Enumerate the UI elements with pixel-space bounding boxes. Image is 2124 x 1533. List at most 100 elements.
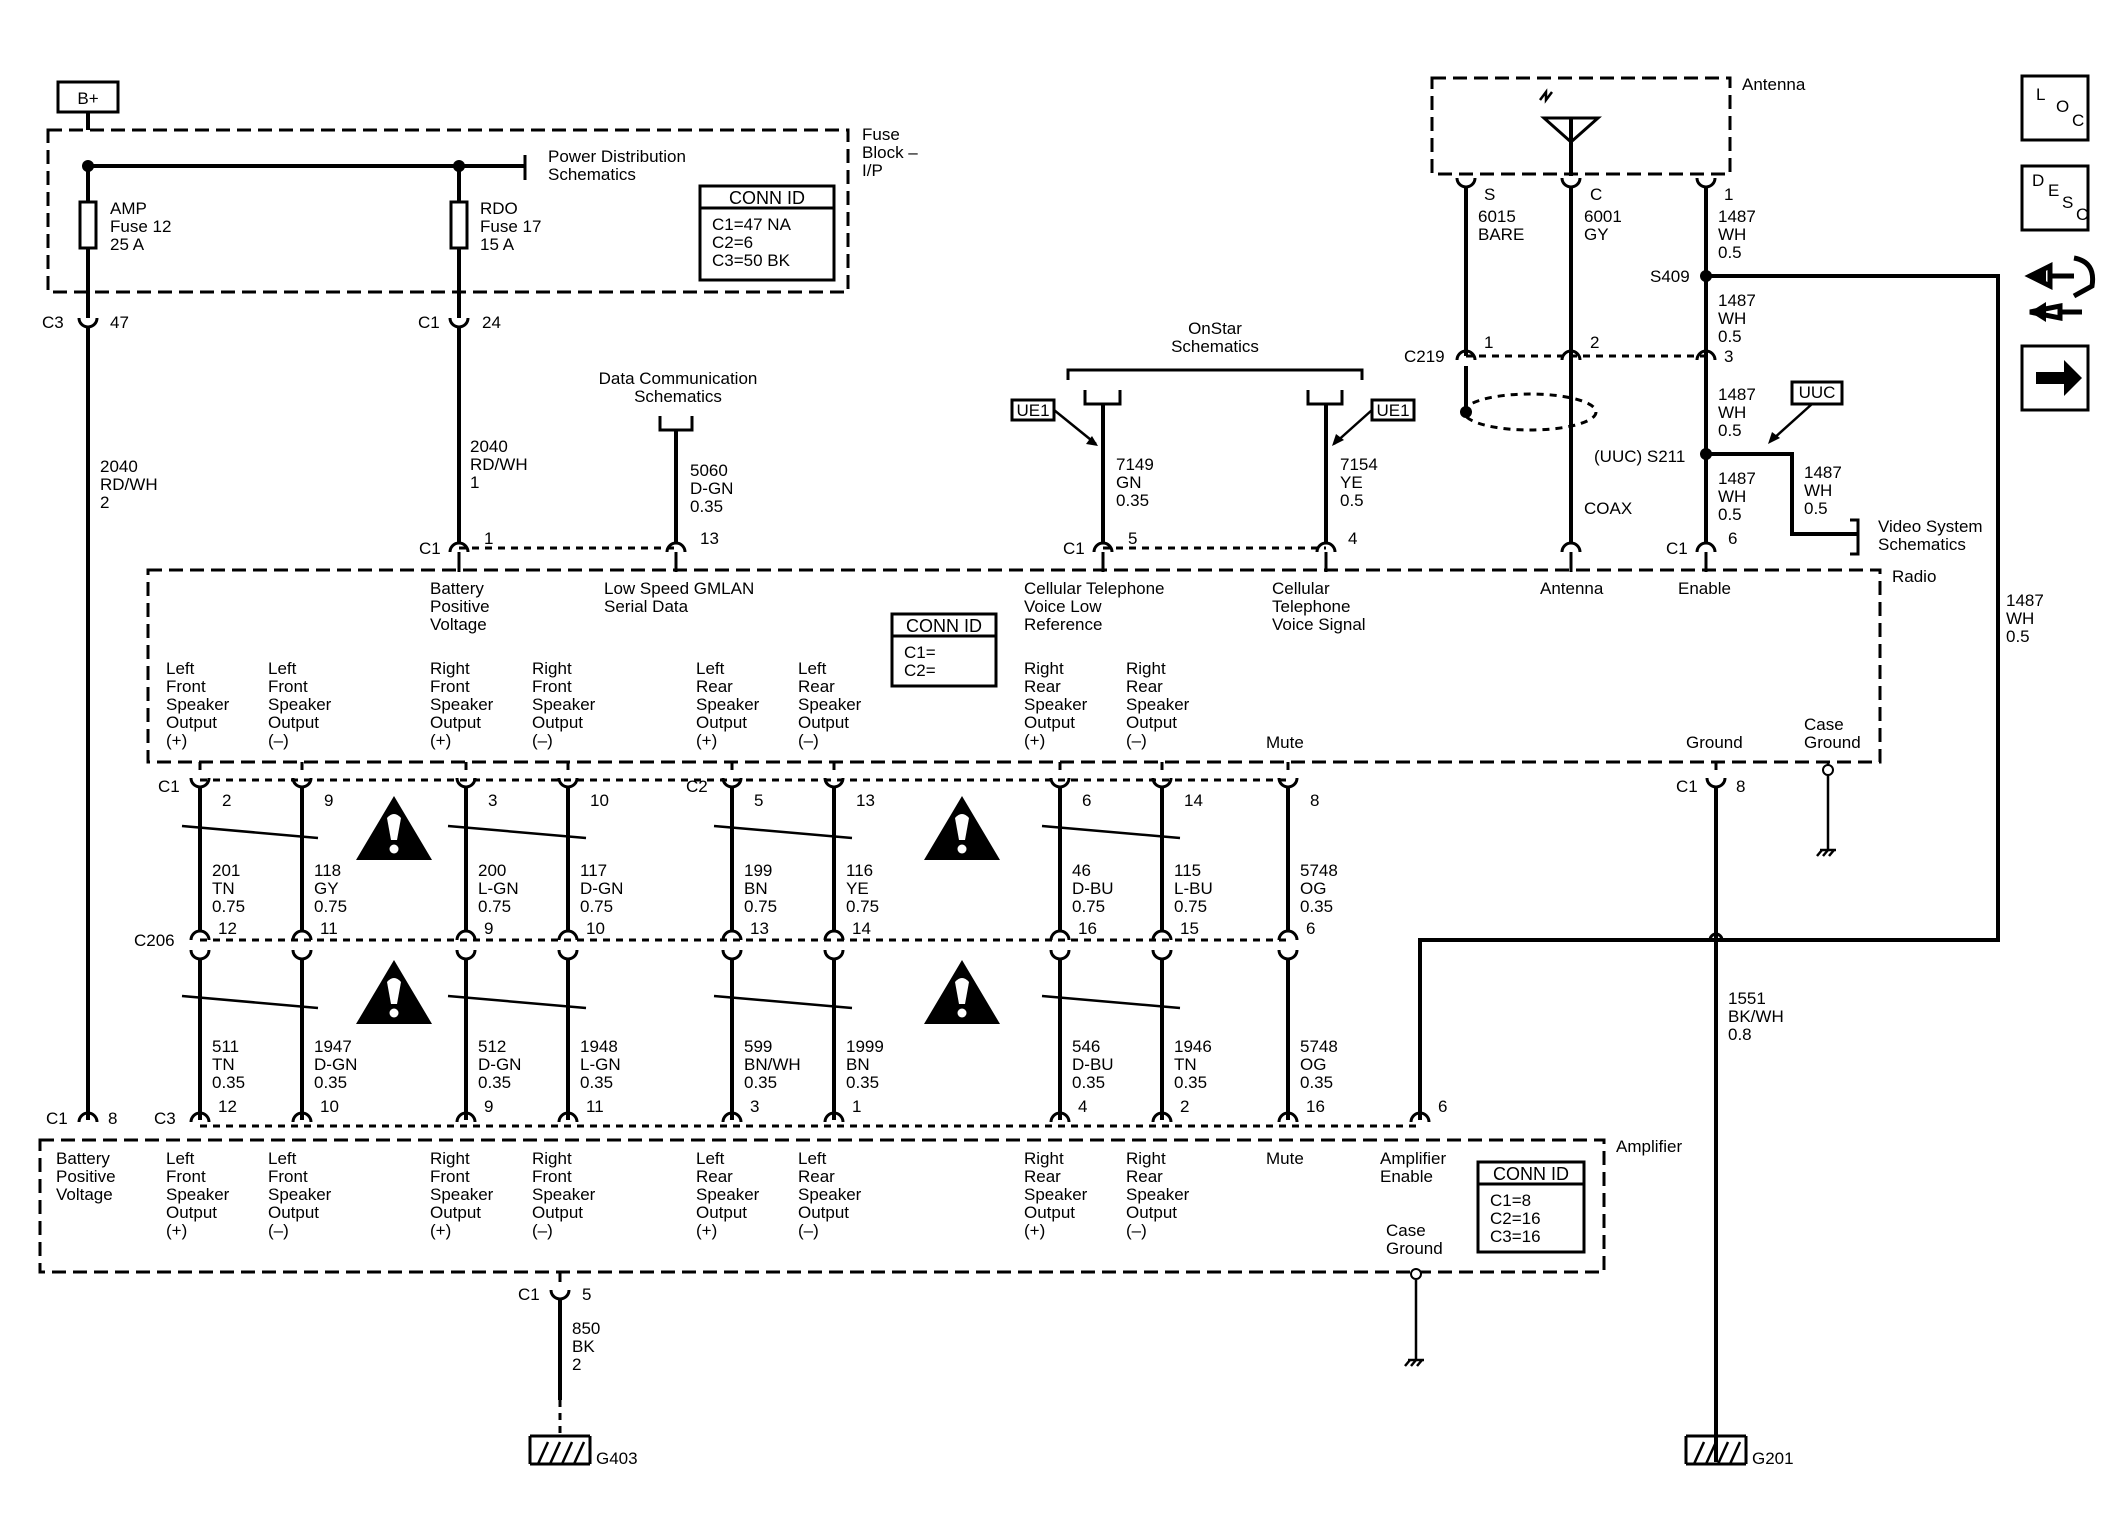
loc-letter: O (2056, 97, 2069, 116)
connector-terminal-icon (1560, 541, 1582, 553)
coax-label: COAX (1584, 499, 1632, 518)
connector-terminal-icon (448, 541, 470, 553)
radio-speaker-output-label-line: Output (166, 713, 217, 732)
radio-speaker-output-label-line: Output (1024, 713, 1075, 732)
warning-icon (924, 960, 1000, 1024)
twisted-pair-marker (713, 994, 853, 1010)
amp-speaker-input-label-line: Speaker (532, 1185, 596, 1204)
wire-color-label-line: 1947 (314, 1037, 352, 1056)
amp-speaker-input-label-line: Speaker (696, 1185, 760, 1204)
wire-7149-label-line: GN (1116, 473, 1142, 492)
twisted-pair-marker (447, 994, 587, 1010)
radio-speaker-output-label-line: (+) (1024, 731, 1045, 750)
data-communication-ref-line: Data Communication (599, 369, 758, 388)
connector-c3: C3 (154, 1109, 176, 1128)
wire-1487-label-line: 0.5 (1718, 421, 1742, 440)
wire-color-label-line: 0.35 (1174, 1073, 1207, 1092)
case-ground-label-line: Case (1804, 715, 1844, 734)
connector-terminal-icon (721, 949, 743, 961)
conn-id-title: CONN ID (729, 188, 805, 208)
radio-pin-label-line: Voice Low (1024, 597, 1102, 616)
wire-6001-label-line: 6001 (1584, 207, 1622, 226)
amp-speaker-input-label-line: Front (430, 1167, 470, 1186)
radio-speaker-output-label-line: Left (166, 659, 195, 678)
amp-speaker-input-label-line: Speaker (268, 1185, 332, 1204)
amp-speaker-input-label-line: Right (1126, 1149, 1166, 1168)
c206-label: C206 (134, 931, 175, 950)
amp-speaker-input-label-line: Front (268, 1167, 308, 1186)
warning-icon (356, 796, 432, 860)
conn-id-lines: C1=C2= (904, 643, 936, 680)
data-communication-ref-line: Schematics (634, 387, 722, 406)
radio-speaker-output-label-line: Output (268, 713, 319, 732)
pin-number: 1 (1484, 333, 1493, 352)
wire-color-label-line: 1948 (580, 1037, 618, 1056)
radio-pin-label: Antenna (1540, 579, 1604, 598)
wire-1487-label-line: 1487 (1718, 207, 1756, 226)
pin-number: 2 (222, 791, 231, 810)
amplifier-title: Amplifier (1616, 1137, 1682, 1156)
wire (1053, 409, 1097, 445)
radio-speaker-output-label-line: Output (430, 713, 481, 732)
wire-color-label-line: 5748 (1300, 1037, 1338, 1056)
wire-color-label-line: D-BU (1072, 879, 1114, 898)
wire-6001-label-line: GY (1584, 225, 1609, 244)
pin-number: 47 (110, 313, 129, 332)
amp-speaker-input-label-line: Left (268, 1149, 297, 1168)
desc-letter: E (2048, 181, 2059, 200)
pin-number: 16 (1306, 1097, 1325, 1116)
wire-color-label-line: 116 (846, 861, 873, 880)
onstar-bracket (1066, 368, 1364, 380)
fuse-block-title-line: I/P (862, 161, 883, 180)
wire-color-label-line: 0.35 (314, 1073, 347, 1092)
radio-speaker-output-label-line: Right (1024, 659, 1064, 678)
connector-c1: C1 (1063, 539, 1085, 558)
pin-number: C (1590, 185, 1602, 204)
fuse-rdo-label-line: 15 A (480, 235, 515, 254)
connector-terminal-icon (1277, 949, 1299, 961)
pin-number: 3 (488, 791, 497, 810)
wire-color-label-line: 46 (1072, 861, 1091, 880)
radio-speaker-output-label-line: Output (1126, 713, 1177, 732)
chassis-ground-icon (1684, 1434, 1748, 1466)
wire-color-label-line: 0.35 (478, 1073, 511, 1092)
wire-color-label-line: 0.35 (212, 1073, 245, 1092)
connector-c1: C1 (518, 1285, 540, 1304)
pin-number: 9 (484, 1097, 493, 1116)
wire-color-label-line: TN (1174, 1055, 1197, 1074)
onstar-ref-line: Schematics (1171, 337, 1259, 356)
loc-button[interactable]: LOC (2020, 74, 2090, 142)
s409-splice-label: S409 (1650, 267, 1690, 286)
connector-terminal-icon (823, 1111, 845, 1123)
uuc-tag (1790, 380, 1844, 406)
wire-1487-video (1706, 452, 1858, 536)
wire-color-label-line: 546 (1072, 1037, 1100, 1056)
conn-id-lines-line: C3=16 (1490, 1227, 1541, 1246)
connector-icon[interactable] (2024, 255, 2096, 322)
amp-conn-id-box (1476, 1160, 1586, 1254)
connector-terminal-icon (291, 929, 313, 941)
case-ground-terminal-icon (1822, 764, 1834, 776)
wire-850-label-line: 850 (572, 1319, 600, 1338)
conn-id-lines-line: C3=50 BK (712, 251, 791, 270)
wire-1487-label-line: WH (1718, 487, 1746, 506)
wire-6015-label-line: 6015 (1478, 207, 1516, 226)
next-button[interactable] (2020, 344, 2090, 412)
wire-1487-label-line: 1487 (2006, 591, 2044, 610)
connector-terminal-icon (291, 1111, 313, 1123)
amp-speaker-input-label-line: (–) (1126, 1221, 1147, 1240)
wire-7149-label-line: 0.35 (1116, 491, 1149, 510)
wire-color-label-line: OG (1300, 879, 1326, 898)
